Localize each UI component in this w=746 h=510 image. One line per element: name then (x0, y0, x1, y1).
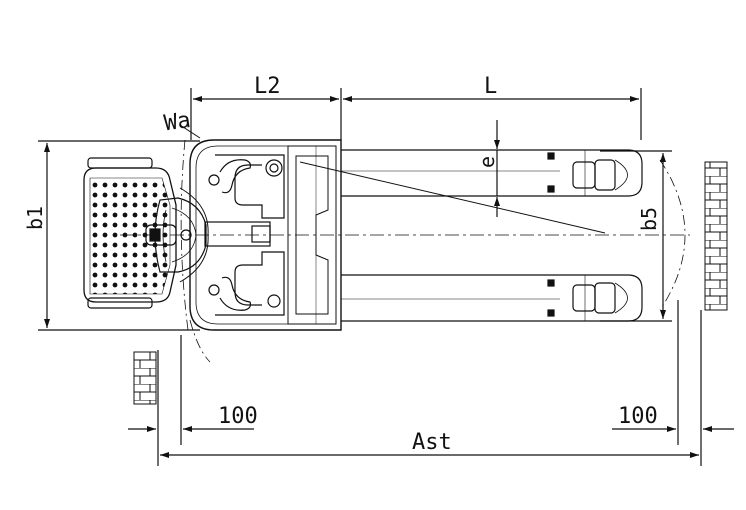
label-b5: b5 (637, 207, 661, 231)
label-l: L (484, 74, 497, 99)
wa-leader (179, 124, 201, 139)
label-ast: Ast (412, 430, 452, 455)
turning-radius-arcs (180, 139, 686, 363)
wall-left (133, 351, 157, 405)
label-clearance-right: 100 (618, 404, 658, 429)
wa-diagonal (299, 161, 606, 234)
fork-upper (341, 149, 643, 197)
wall-right (704, 161, 728, 311)
label-wa: Wa (162, 108, 192, 136)
dimension-lines (38, 88, 734, 466)
label-b1: b1 (23, 206, 47, 230)
fork-lower (341, 274, 643, 322)
label-clearance-left: 100 (218, 404, 258, 429)
truck-chassis (189, 139, 342, 331)
label-l2: L2 (254, 74, 281, 99)
label-e: e (475, 156, 499, 168)
operator-platform (83, 157, 177, 309)
